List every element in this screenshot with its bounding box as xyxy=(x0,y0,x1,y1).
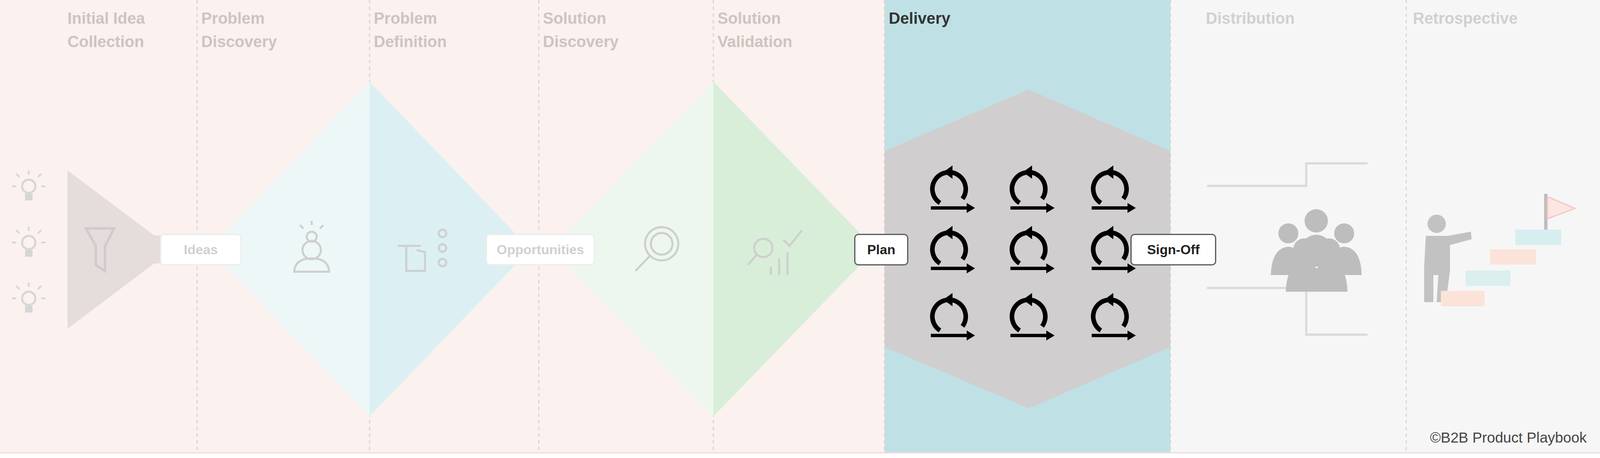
phase-heading: Distribution xyxy=(1205,6,1295,30)
phase-column: Problem Discovery xyxy=(197,0,370,453)
phase-column: Delivery xyxy=(884,0,1171,453)
phase-column: Solution Discovery xyxy=(538,0,714,453)
stage-label: Opportunities xyxy=(496,242,585,258)
phase-column: Problem Definition xyxy=(369,0,539,453)
phase-heading: Delivery xyxy=(888,6,951,30)
stage-label-box: Ideas xyxy=(160,233,242,266)
stage-label: Sign-Off xyxy=(1147,242,1200,258)
stage-label: Plan xyxy=(867,242,896,258)
phase-column: Retrospective xyxy=(1406,0,1600,453)
phase-heading: Solution Validation xyxy=(717,6,822,54)
phase-column: Distribution xyxy=(1170,0,1407,453)
phase-column: Initial Idea Collection xyxy=(0,0,198,453)
copyright-note: ©B2B Product Playbook xyxy=(1430,429,1587,446)
phase-heading: Solution Discovery xyxy=(542,6,648,54)
phase-heading: Retrospective xyxy=(1412,6,1518,30)
phase-heading: Problem Definition xyxy=(373,6,478,54)
stage-label-box: Sign-Off xyxy=(1130,233,1217,266)
stage-label-box: Plan xyxy=(854,233,909,266)
phase-heading: Problem Discovery xyxy=(201,6,306,54)
phase-heading: Initial Idea Collection xyxy=(67,6,172,54)
stage-label-box: Opportunities xyxy=(485,233,595,266)
stage-label: Ideas xyxy=(183,242,218,258)
phase-column: Solution Validation xyxy=(713,0,885,453)
